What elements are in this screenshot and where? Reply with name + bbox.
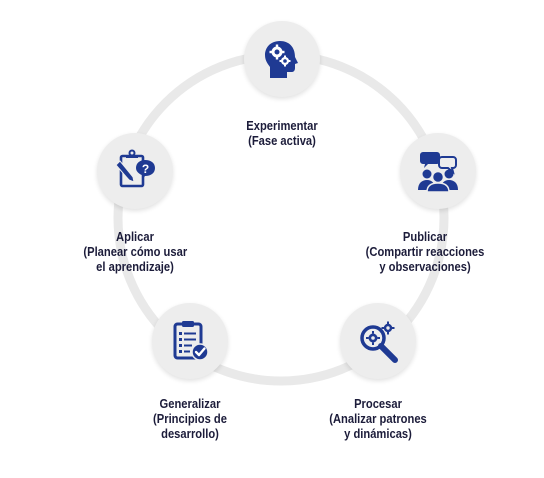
- experimentar-title: Experimentar: [246, 118, 318, 133]
- group-chat-icon: [418, 152, 458, 193]
- procesar-label: Procesar (Analizar patrones y dinámicas): [322, 396, 434, 441]
- publicar-subtitle-1: (Compartir reacciones: [365, 244, 485, 259]
- svg-text:?: ?: [142, 162, 149, 176]
- aplicar-label: Aplicar (Planear cómo usar el aprendizaj…: [83, 229, 188, 274]
- aplicar-title: Aplicar: [116, 229, 154, 244]
- procesar-title: Procesar: [354, 396, 402, 411]
- head-gears-icon: [265, 41, 298, 78]
- procesar-subtitle-1: (Analizar patrones: [329, 411, 427, 426]
- generalizar-subtitle-1: (Principios de: [153, 411, 227, 426]
- aplicar-subtitle-2: el aprendizaje): [96, 259, 174, 274]
- publicar-subtitle-2: y observaciones): [379, 259, 471, 274]
- generalizar-title: Generalizar: [159, 396, 221, 411]
- aplicar-subtitle-1: (Planear cómo usar: [83, 244, 188, 259]
- procesar-node: [340, 303, 416, 379]
- publicar-node: [400, 133, 476, 209]
- generalizar-node: [152, 303, 228, 379]
- experimentar-subtitle: (Fase activa): [248, 133, 316, 148]
- generalizar-label: Generalizar (Principios de desarrollo): [143, 396, 238, 441]
- publicar-title: Publicar: [402, 229, 448, 244]
- aplicar-node: ?: [97, 133, 173, 209]
- pencil-question-icon: ?: [115, 149, 155, 188]
- generalizar-subtitle-2: desarrollo): [161, 426, 219, 441]
- magnifier-gears-icon: [360, 321, 398, 363]
- experimentar-label: Experimentar (Fase activa): [239, 118, 325, 148]
- clipboard-check-icon: [173, 321, 209, 361]
- procesar-subtitle-2: y dinámicas): [344, 426, 412, 441]
- experimentar-node: [244, 21, 320, 97]
- publicar-label: Publicar (Compartir reacciones y observa…: [361, 229, 490, 274]
